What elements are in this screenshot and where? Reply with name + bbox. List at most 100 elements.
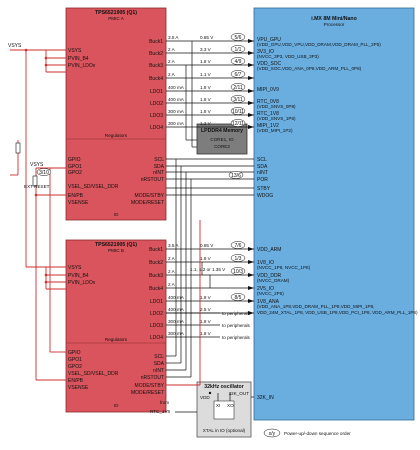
pmic-b-pin: VSYS — [68, 265, 82, 271]
current-label: 2 A — [168, 47, 176, 52]
rail-name: 1V8_ANA — [257, 299, 280, 305]
voltage-label: 1.8 V — [200, 295, 212, 300]
seq-label: 13/6 — [231, 173, 241, 179]
pmic-a-ctrl-left: VSEL_SD/VSEL_DDR — [68, 184, 119, 190]
pmic-a-title: TPS6521905 (Q1) — [95, 10, 137, 16]
current-label: 3.5 A — [168, 35, 179, 40]
arrow-markers — [248, 39, 254, 315]
pmic-a-output: Buck3 — [149, 63, 163, 69]
pmic-a-ctrl-right: MODE/STBY — [135, 193, 165, 199]
current-label: 300 mA — [168, 319, 185, 324]
proc-ctrl: nINT — [257, 170, 268, 176]
seq-label: 12/11 — [232, 121, 244, 127]
proc-ctrl: STBY — [257, 186, 271, 192]
voltage-label: 1.8 V — [200, 97, 212, 102]
pmic-b-ctrl-left: GPIO — [68, 350, 81, 356]
seq-label: 10/3 — [233, 269, 243, 275]
seq-label: 6/7 — [235, 72, 242, 78]
seq-badge — [36, 168, 52, 176]
pmic-a-ctrl-left: GPO1 — [68, 164, 82, 170]
rail-name: 2V5_IO — [257, 286, 274, 292]
rail-name: 1V8_IO — [257, 260, 274, 266]
rail-sub: (NVCC_3P3, VDD_USB_3P3) — [257, 54, 319, 59]
lpddr-title: LPDDR4 Memory — [201, 128, 243, 134]
current-label: 2 A — [168, 282, 176, 287]
pmic-a-output: LDO2 — [150, 101, 163, 107]
regulators-label: Regulators — [105, 337, 128, 342]
vsys-label: VSYS — [30, 162, 44, 168]
pmic-a-output: Buck4 — [149, 76, 163, 82]
legend-text: Power-up/-down sequence order — [284, 431, 351, 436]
pmic-a-output: Buck2 — [149, 51, 163, 57]
pmic-a-ctrl-left: VSENSE — [68, 200, 89, 206]
osc-rtc: RTC_1V8 — [150, 409, 171, 414]
rail-sub: (NVCC_1P8, NVCC_1P8) — [257, 265, 311, 270]
pmic-b-ctrl-right: MODE/RESET — [131, 390, 164, 396]
vsys-label: VSYS — [8, 43, 22, 49]
pmic-b-pin: PVIN_LDOx — [68, 280, 96, 286]
voltage-label: 1.8 V — [200, 256, 212, 261]
voltage-label: 1.1, 1.2 or 1.35 V — [190, 267, 226, 272]
voltage-label: 1.8 V — [200, 109, 212, 114]
pmic-b-output: LDO4 — [150, 335, 163, 341]
lpddr-block — [196, 123, 248, 155]
processor-title: i.MX 8M Mini/Nano — [311, 16, 357, 22]
seq-label: 1/3 — [235, 256, 242, 262]
pmic-b-ctrl-left: EN/PB — [68, 378, 84, 384]
voltage-label: 1.8 V — [200, 85, 212, 90]
sequence-badges-a — [230, 33, 246, 127]
pmic-b-ctrl-right: SDA — [154, 361, 165, 367]
current-label: 400 mA — [168, 307, 185, 312]
osc-xi: XI — [216, 403, 220, 408]
proc-ctrl: WDOG — [257, 193, 273, 199]
pmic-a-ctrl-left: GPIO — [68, 157, 81, 163]
current-label: 400 mA — [168, 97, 185, 102]
processor-subtitle: Processor — [324, 22, 345, 27]
osc-xtal: XTAL in IO (optional) — [203, 428, 246, 433]
pmic-a-subtitle: PMIC A — [108, 16, 125, 21]
pmic-b-output: Buck2 — [149, 260, 163, 266]
rail-sub: (VDD_ANA_1P8,VDD_DRAM_PLL_1P8,VDD_MIPI_1… — [257, 304, 374, 309]
pmic-b-ctrl-left: GPO1 — [68, 357, 82, 363]
pmic-b-ctrl-left: VSENSE — [68, 385, 89, 391]
rail-name: MIPI_0V9 — [257, 87, 279, 93]
vsys-wiring — [10, 49, 66, 381]
current-label: 2 A — [168, 72, 176, 77]
proc-ctrl: SCL — [257, 157, 267, 163]
io-label: IO — [114, 212, 119, 217]
voltage-label: 1.8 V — [200, 331, 212, 336]
seq-label: 10/11 — [232, 109, 244, 115]
current-label: 3.5 A — [168, 243, 179, 248]
processor-block — [253, 7, 415, 421]
voltage-label: 0.85 V — [200, 243, 214, 248]
rail-name: RTC_1V8 — [257, 111, 279, 117]
current-label: 2 A — [168, 269, 176, 274]
rail-name: VDD_DDR — [257, 273, 282, 279]
voltage-label: 1.8 V — [200, 319, 212, 324]
pmic-a-output: LDO4 — [150, 125, 163, 131]
pmic-b-pin: PVIN_B4 — [68, 273, 89, 279]
pmic-b-rail-wires — [166, 248, 254, 338]
pmic-a-pin: PVIN_B4 — [68, 56, 89, 62]
voltage-label: 1.1 V — [200, 72, 212, 77]
current-label: 400 mA — [168, 295, 185, 300]
pmic-a-ctrl-right: nRSTOUT — [141, 177, 164, 183]
voltage-label: 0.85 V — [200, 35, 214, 40]
pmic-b-output: Buck1 — [149, 247, 163, 253]
voltage-label: 2.5 V — [200, 307, 212, 312]
pmic-b-ctrl-left: GPO2 — [68, 364, 82, 370]
osc-out: 32K_OUT — [229, 391, 250, 396]
pmic-a-pin: PVIN_LDOx — [68, 63, 96, 69]
rail-name: MIPI_1V2 — [257, 123, 279, 129]
voltage-label: 1.8 V — [200, 59, 212, 64]
osc-wires — [175, 393, 254, 413]
pmic-b-output: LDO2 — [150, 311, 163, 317]
pmic-b-ctrl-left: VSEL_SD/VSEL_DDR — [68, 371, 119, 377]
pmic-b-title: TPS6521905 (Q1) — [95, 242, 137, 248]
regulators-label: Regulators — [105, 133, 128, 138]
clk-in: 32K_IN — [257, 395, 274, 401]
pmic-b-output: LDO3 — [150, 323, 163, 329]
osc-vdd: VDD — [200, 395, 210, 400]
pmic-a-ctrl-right: nINT — [153, 170, 164, 176]
